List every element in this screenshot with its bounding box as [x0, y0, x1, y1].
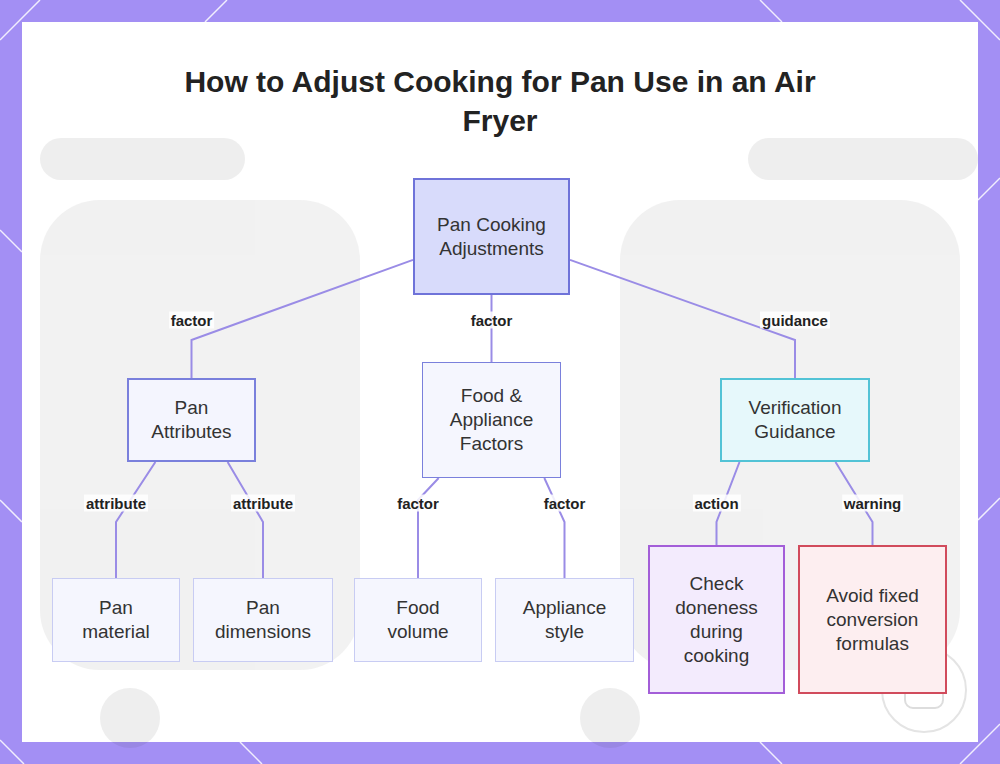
root-box: Pan Cooking Adjustments [413, 178, 570, 295]
connector-line [418, 478, 439, 578]
diagram-title: How to Adjust Cooking for Pan Use in an … [150, 62, 850, 140]
node-text: Food volume [367, 596, 469, 644]
node-text: Pan material [65, 596, 167, 644]
edge-label: attribute [84, 495, 148, 512]
node-text: Pan Cooking Adjustments [429, 213, 554, 261]
connector-line [491, 295, 493, 362]
leaf-box: Pan dimensions [193, 578, 333, 662]
edge-label: action [692, 495, 740, 512]
edge-label: attribute [231, 495, 295, 512]
node-text: Verification Guidance [732, 396, 858, 444]
edge-label: factor [469, 312, 515, 329]
edge-label: factor [395, 495, 441, 512]
leaf-box: Appliance style [495, 578, 634, 662]
node-text: Appliance style [508, 596, 621, 644]
edge-label: guidance [760, 312, 830, 329]
edge-label: warning [842, 495, 904, 512]
connector-line [116, 462, 155, 578]
content-panel [22, 22, 978, 742]
edge-label: factor [169, 312, 215, 329]
node-text: Pan dimensions [206, 596, 320, 644]
connector-line [544, 478, 564, 578]
category-box: Pan Attributes [127, 378, 256, 462]
leaf-box: Food volume [354, 578, 482, 662]
warning-box: Avoid fixed conversion formulas [798, 545, 947, 694]
leaf-box: Pan material [52, 578, 180, 662]
guidance-box: Verification Guidance [720, 378, 870, 462]
node-text: Pan Attributes [139, 396, 244, 444]
node-text: Check doneness during cooking [668, 572, 765, 668]
connector-line [192, 260, 414, 378]
node-text: Food & Appliance Factors [437, 384, 546, 456]
category-box: Food & Appliance Factors [422, 362, 561, 478]
faded-backdrop [40, 138, 978, 748]
action-box: Check doneness during cooking [648, 545, 785, 694]
node-text: Avoid fixed conversion formulas [824, 584, 921, 656]
connector-line [228, 462, 263, 578]
edge-label: factor [542, 495, 588, 512]
